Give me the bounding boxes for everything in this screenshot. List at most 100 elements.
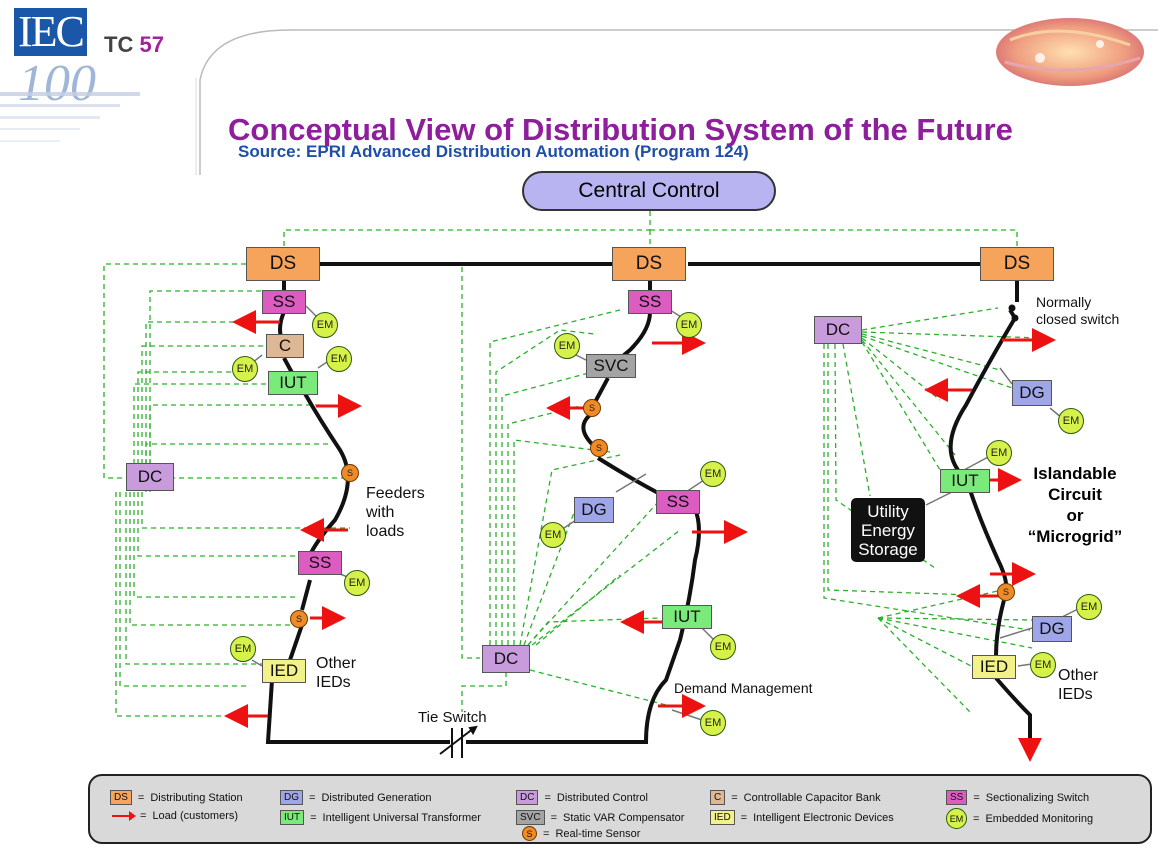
legend-text: Real-time Sensor [555,827,641,840]
page-title: Conceptual View of Distribution System o… [228,112,1013,147]
iut-node-right: IUT [940,469,990,493]
islandable-circuit-label: Islandable Circuit or “Microgrid” [1027,464,1123,546]
em-icon: EM [312,312,338,338]
legend-text: Distributed Control [556,791,648,804]
ss-node-center-top: SS [628,290,672,314]
ss-node-left-top: SS [262,290,306,314]
legend-item-iut: IUT=Intelligent Universal Transformer [280,810,481,825]
other-ieds-label-left: Other IEDs [316,655,357,691]
em-icon: EM [230,636,256,662]
legend-swatch: IED [710,810,735,825]
ds-node-left: DS [246,247,320,281]
em-icon: EM [676,312,702,338]
header-decoration [0,18,1158,175]
em-icon: EM [700,461,726,487]
tie-switch-label: Tie Switch [418,709,487,726]
em-icon: EM [1076,594,1102,620]
legend-text: Controllable Capacitor Bank [743,791,881,804]
legend-text: Distributing Station [150,791,243,804]
tc-prefix: TC [104,32,140,57]
sensor-icon: S [522,826,537,841]
em-icon: EM [986,440,1012,466]
iut-node-center: IUT [662,605,712,629]
capacitor-node: C [266,334,304,358]
legend-equals: = [309,791,316,804]
legend-item-c: C = Controllable Capacitor Bank [710,790,881,805]
sensor-icon: S [583,399,601,417]
tc-number: 57 [139,32,164,57]
em-icon: EM [700,710,726,736]
sensor-icon: S [341,464,359,482]
page-subtitle: Source: EPRI Advanced Distribution Autom… [238,142,749,161]
legend-item-ss: SS = Sectionalizing Switch [946,790,1089,805]
dg-node-right-top: DG [1012,380,1052,406]
tc-label: TC 57 [104,32,164,58]
load-arrows [224,310,1056,762]
normally-closed-label: Normally closed switch [1036,294,1120,327]
legend-swatch: DS [110,790,132,805]
ss-node-center-bottom: SS [656,490,700,514]
legend-item-em: EM = Embedded Monitoring [946,808,1093,829]
legend-item-ied: IED = Intelligent Electronic Devices [710,810,894,825]
legend-swatch: C [710,790,726,805]
legend-equals: = [544,791,551,804]
legend-swatch: DC [516,790,539,805]
legend-item-svc: SVC = Static VAR Compensator [516,810,684,825]
iut-node-left: IUT [268,371,318,395]
em-icon: EM [232,356,258,382]
ss-node-left-bottom: SS [298,551,342,575]
iec-100-mark: 100 [18,55,96,112]
dc-node-center: DC [482,645,530,673]
em-icon: EM [344,570,370,596]
central-control: Central Control [522,171,776,211]
legend-equals: = [137,791,145,804]
demand-management-label: Demand Management [674,680,813,696]
legend-item-load: = Load (customers) [112,810,238,822]
em-icon: EM [1058,408,1084,434]
ds-node-right: DS [980,247,1054,281]
legend-equals: = [310,811,317,824]
legend-equals: = [973,812,980,825]
legend-text: Distributed Generation [321,791,432,804]
em-icon: EM [554,333,580,359]
legend-equals: = [550,811,557,824]
legend-equals: = [973,791,980,804]
legend-equals: = [740,811,748,824]
sensor-icon: S [590,439,608,457]
dg-node-right-bottom: DG [1032,616,1072,642]
other-ieds-label-right: Other IEDs [1058,667,1099,703]
em-icon: EM [1030,652,1056,678]
legend-item-ds: DS = Distributing Station [110,790,243,805]
iec-logo: IEC 100 [4,4,96,110]
legend-equals: = [140,810,147,822]
legend-item-dc: DC = Distributed Control [516,790,648,805]
ied-node-left: IED [262,659,306,683]
legend-equals: = [731,791,738,804]
header-stripes [0,92,140,142]
em-icon: EM [540,522,566,548]
dc-node-right-top: DC [814,316,862,344]
legend-text: Embedded Monitoring [985,812,1094,825]
sensor-icon: S [290,610,308,628]
tie-switch-icon [439,725,478,758]
legend-swatch: DG [280,790,303,805]
iec-logo-text: IEC [14,8,87,56]
legend-equals: = [543,827,550,840]
ds-node-center: DS [612,247,686,281]
legend-text: Static VAR Compensator [563,811,685,824]
utility-energy-storage: Utility Energy Storage [851,498,925,562]
feeders-label: Feeders with loads [366,485,425,540]
em-icon: EM [326,346,352,372]
legend-text: Sectionalizing Switch [985,791,1090,804]
em-icon: EM [946,808,967,829]
legend-swatch: SS [946,790,968,805]
dc-node-left: DC [126,463,174,491]
legend: DS=Distributing Station DG=Distributed G… [88,774,1152,844]
legend-swatch: SVC [516,810,545,825]
legend-swatch: IUT [280,810,305,825]
ied-node-right: IED [972,655,1016,679]
legend-text: Intelligent Electronic Devices [753,811,894,824]
legend-text: Load (customers) [152,810,239,822]
load-arrow-icon [112,811,136,821]
